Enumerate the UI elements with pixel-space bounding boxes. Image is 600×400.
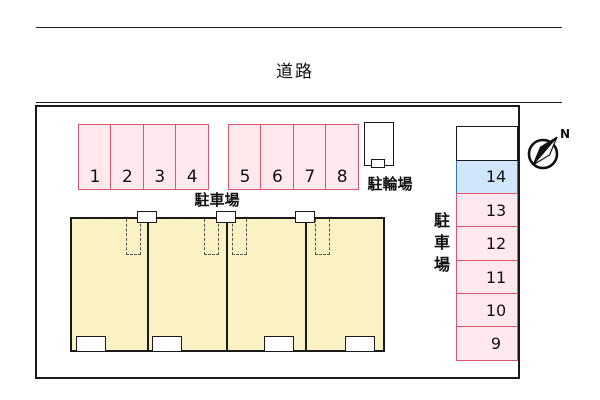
stall-number: 1 — [89, 167, 101, 187]
building-top-tab — [295, 211, 315, 223]
stall-number: 8 — [336, 167, 348, 187]
parking-stall-11: 11 — [456, 259, 518, 295]
stall-number: 11 — [485, 267, 507, 287]
parking-stall-5: 5 — [228, 124, 262, 190]
stall-number: 3 — [154, 167, 166, 187]
vertical-label-char: 車 — [433, 233, 450, 252]
building-unit-divider — [226, 219, 228, 350]
parking-stall-3: 3 — [142, 124, 177, 190]
staircase-dashed — [126, 219, 141, 255]
parking-stall-13: 13 — [456, 192, 518, 228]
stall-number: 5 — [239, 167, 251, 187]
vertical-label-char: 場 — [433, 255, 450, 274]
stall-number: 7 — [304, 167, 316, 187]
right-parking-label-vertical: 駐 車 場 — [431, 210, 453, 276]
parking-stall-8: 8 — [325, 124, 360, 190]
vertical-label-char: 駐 — [433, 211, 450, 230]
road-label: 道路 — [276, 62, 314, 82]
parking-row-5-8: 5 6 7 8 — [228, 124, 360, 190]
building-top-tab — [216, 211, 236, 223]
entrance-porch — [152, 336, 182, 352]
stall-number: 12 — [485, 234, 507, 254]
parking-stall-7: 7 — [292, 124, 327, 190]
building-unit-divider — [305, 219, 307, 350]
stall-number: 9 — [490, 334, 502, 354]
road-edge-bottom — [36, 102, 562, 103]
staircase-dashed — [315, 219, 330, 255]
staircase-dashed — [204, 219, 219, 255]
parking-stall-2: 2 — [110, 124, 145, 190]
north-label: N — [560, 127, 570, 141]
parking-stall-9: 9 — [456, 326, 518, 362]
road-edge-top — [36, 27, 562, 28]
entrance-porch — [345, 336, 375, 352]
entrance-porch — [264, 336, 294, 352]
stall-number: 2 — [121, 167, 133, 187]
compass-icon: N — [527, 127, 570, 170]
building-unit-divider — [147, 219, 149, 350]
parking-stall-1: 1 — [78, 124, 112, 190]
parking-stall-4: 4 — [175, 124, 210, 190]
staircase-dashed — [232, 219, 247, 255]
parking-row-1-4: 1 2 3 4 — [78, 124, 210, 190]
stall-number: 10 — [485, 301, 507, 321]
parking-stall-10: 10 — [456, 293, 518, 329]
stall-number: 6 — [271, 167, 283, 187]
entrance-porch — [76, 336, 106, 352]
right-parking-column: 14 13 12 11 10 9 — [456, 126, 518, 362]
parking-stall-14: 14 — [456, 159, 518, 195]
bicycle-parking-label: 駐輪場 — [367, 175, 413, 193]
bicycle-shed-door — [371, 159, 385, 168]
parking-stall-12: 12 — [456, 226, 518, 262]
stall-number: 4 — [186, 167, 198, 187]
parking-stall-6: 6 — [260, 124, 295, 190]
parking-lot-label: 駐車場 — [194, 191, 240, 209]
stall-number: 14 — [485, 167, 507, 187]
parking-stall-vacant — [456, 126, 518, 161]
building-top-tab — [137, 211, 157, 223]
stall-number: 13 — [485, 200, 507, 220]
